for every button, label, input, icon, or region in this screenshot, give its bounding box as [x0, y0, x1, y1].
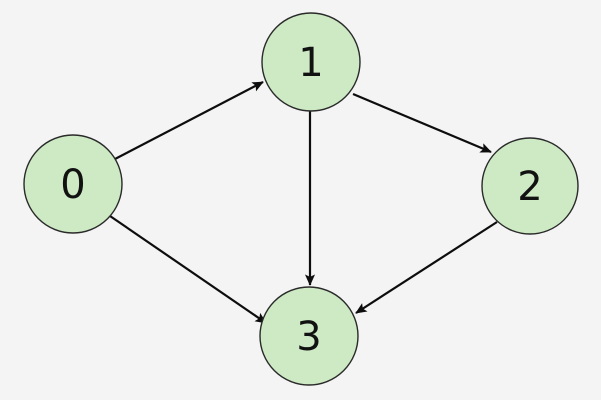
graph-node-3[interactable]: 3 — [259, 286, 359, 386]
graph-edge-2-to-3 — [355, 221, 498, 314]
edges-layer — [109, 81, 498, 324]
graph-node-2[interactable]: 2 — [481, 137, 579, 235]
node-label-1: 1 — [298, 40, 323, 86]
node-circle-2[interactable] — [481, 137, 579, 235]
graph-node-0[interactable]: 0 — [23, 134, 123, 234]
nodes-layer: 0 1 2 3 — [23, 12, 579, 386]
graph-node-1[interactable]: 1 — [261, 12, 361, 112]
graph-edge-0-to-1 — [114, 81, 264, 160]
node-label-0: 0 — [60, 162, 85, 208]
node-circle-1[interactable] — [261, 12, 361, 112]
graph-edge-1-to-2 — [352, 92, 492, 154]
node-label-3: 3 — [296, 314, 321, 360]
node-circle-3[interactable] — [259, 286, 359, 386]
node-circle-0[interactable] — [23, 134, 123, 234]
graph-edge-0-to-3 — [109, 215, 267, 324]
node-label-2: 2 — [517, 164, 542, 210]
